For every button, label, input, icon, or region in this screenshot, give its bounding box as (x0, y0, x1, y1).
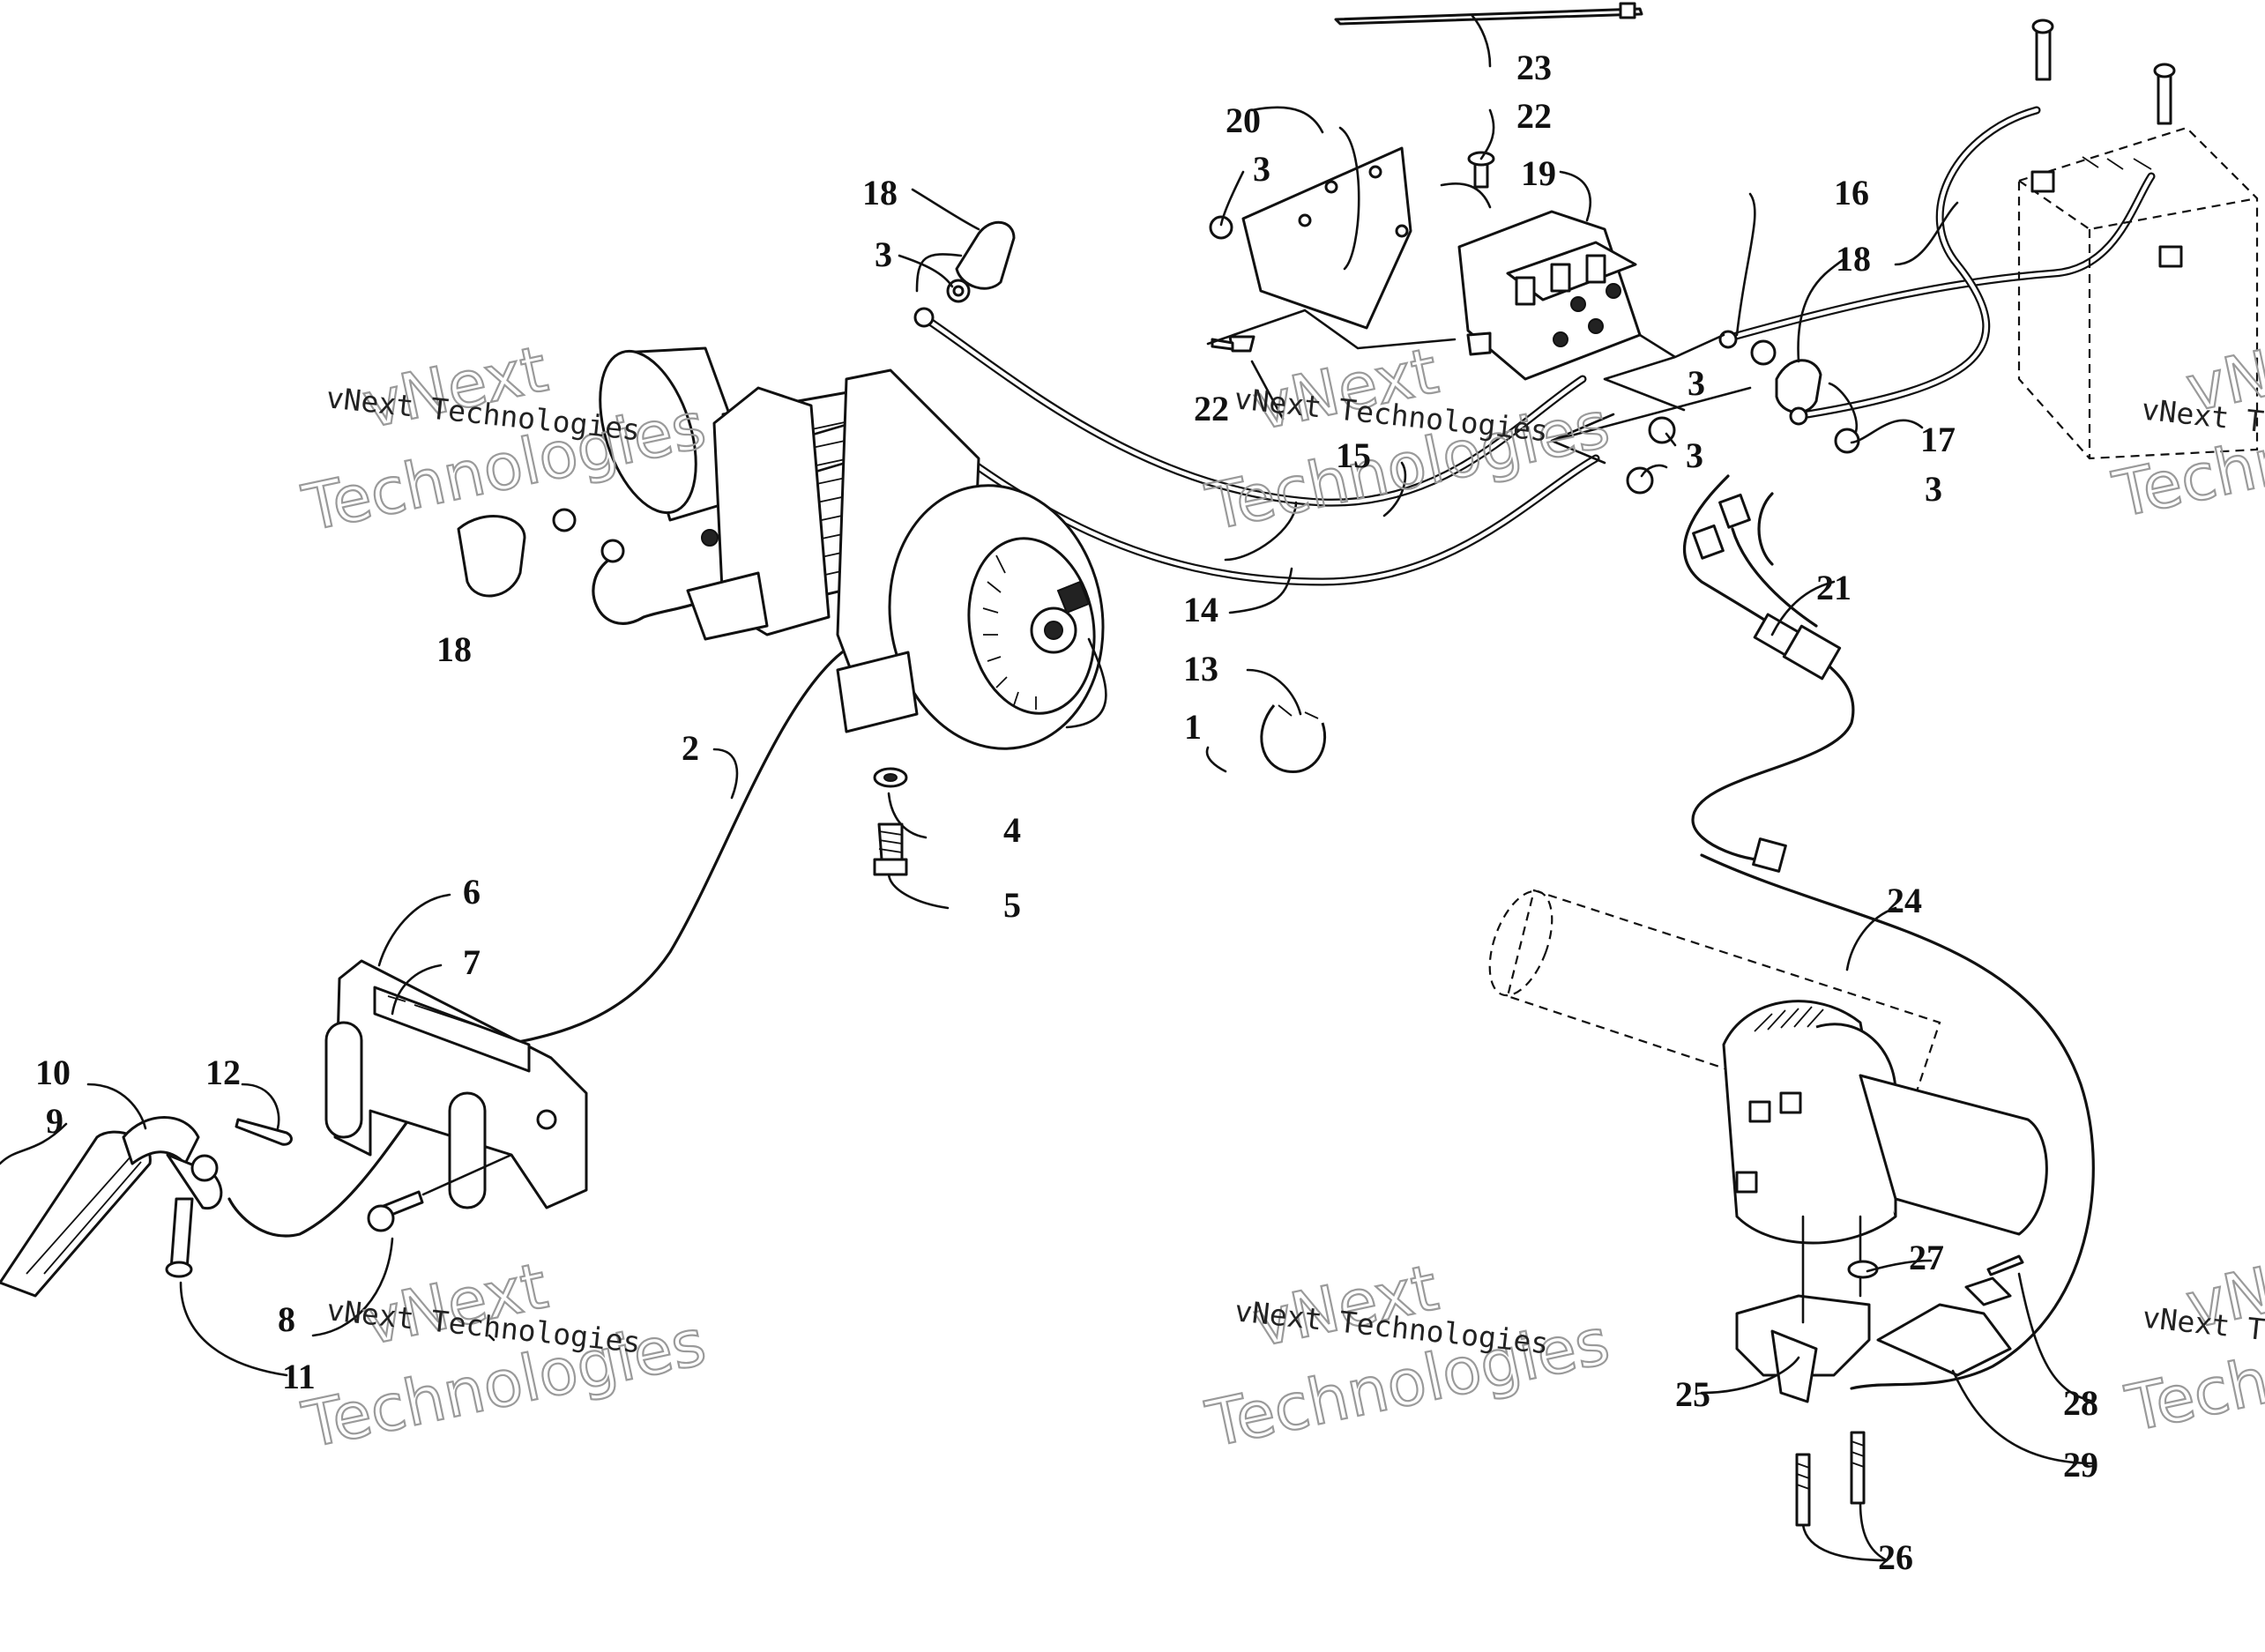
callout-17: 17 (1920, 420, 1956, 459)
callout-26: 26 (1878, 1537, 1913, 1577)
callout-14: 14 (1183, 590, 1218, 629)
callout-3: 3 (1688, 363, 1705, 403)
callout-4: 4 (1003, 810, 1021, 850)
callout-3: 3 (1253, 149, 1270, 189)
callout-13: 13 (1183, 649, 1218, 688)
solenoid-bracket-group (1206, 146, 1752, 465)
callout-6: 6 (463, 872, 481, 912)
fairlead-roller (324, 1021, 363, 1139)
hook-strap-9 (0, 1130, 152, 1298)
pin-11 (169, 1197, 194, 1271)
hardware-group (457, 2, 1860, 876)
cotter-pin-12 (235, 1118, 293, 1146)
connector-21a (1692, 524, 1725, 560)
battery-bolt (2035, 25, 2052, 81)
callout-25: 25 (1675, 1374, 1710, 1414)
callout-11: 11 (282, 1357, 316, 1396)
nut-3c (552, 508, 577, 532)
fairlead-group (324, 959, 588, 1232)
harness-21 (1682, 474, 1855, 862)
callout-18: 18 (862, 173, 898, 212)
callout-labels: 1 2 3 3 3 3 3 4 5 6 7 8 9 10 11 12 13 14… (35, 48, 2098, 1577)
callout-1: 1 (1184, 707, 1202, 747)
callout-3: 3 (1686, 435, 1703, 475)
handlebar-switch-group (1488, 889, 2048, 1527)
watermark-group: vNext Technologies vNext Technologies vN… (295, 314, 2265, 1463)
cable-clamp-13 (1260, 704, 1327, 773)
callout-19: 19 (1521, 153, 1556, 193)
hook-group (0, 1116, 293, 1298)
leader-lines (0, 14, 2096, 1562)
callout-3: 3 (875, 234, 892, 274)
callout-15: 15 (1336, 435, 1371, 475)
callout-18: 18 (436, 629, 472, 669)
callout-9: 9 (46, 1101, 63, 1141)
callout-21: 21 (1816, 568, 1851, 607)
nut-3f (1750, 339, 1777, 366)
hook-10 (122, 1116, 200, 1165)
nut-3b (1209, 215, 1233, 240)
callout-23: 23 (1516, 48, 1552, 87)
bracket-29 (1876, 1303, 2012, 1377)
winch-foot (686, 571, 769, 641)
callout-18: 18 (1836, 239, 1871, 279)
callout-5: 5 (1003, 885, 1021, 925)
switch-clamp-25 (1735, 1294, 1871, 1377)
callout-29: 29 (2063, 1445, 2098, 1485)
callout-2: 2 (682, 728, 699, 768)
connector-21c (1752, 837, 1787, 873)
callout-28: 28 (2063, 1383, 2098, 1423)
mounting-bracket-20 (1241, 146, 1412, 330)
winch-assembly (599, 310, 1105, 750)
handlebar-grip (1506, 889, 1941, 1130)
callout-12: 12 (205, 1053, 241, 1092)
callout-22: 22 (1516, 96, 1552, 136)
callout-8: 8 (278, 1299, 295, 1339)
callout-10: 10 (35, 1053, 71, 1092)
terminal-boot-18c (1775, 359, 1822, 414)
cable-tie-23 (1334, 7, 1643, 26)
screw-28 (1986, 1254, 2024, 1276)
screw-26a (1795, 1453, 1811, 1527)
callout-24: 24 (1887, 881, 1922, 920)
callout-27: 27 (1909, 1238, 1944, 1277)
freespool-lever (1056, 580, 1091, 614)
wire-24 (1700, 853, 2095, 1390)
callout-20: 20 (1226, 100, 1261, 140)
terminal-boot-18b (457, 515, 526, 598)
callout-7: 7 (463, 942, 481, 982)
callout-3: 3 (1925, 469, 1942, 509)
terminal-boot-18a (955, 220, 1016, 290)
harness-connectors (1692, 493, 1842, 873)
callout-16: 16 (1834, 173, 1869, 212)
nut-3e (1626, 466, 1654, 495)
winch-rope-2 (474, 651, 844, 1051)
screw-26b (1850, 1431, 1866, 1505)
battery-outline (2017, 19, 2259, 460)
callout-22: 22 (1194, 389, 1229, 428)
